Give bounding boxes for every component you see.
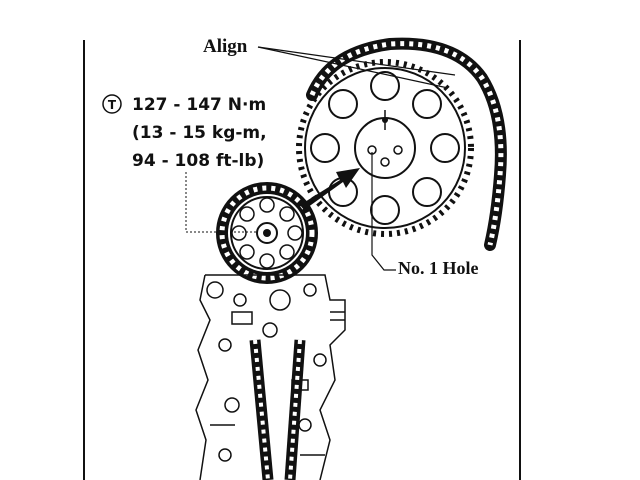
camshaft-sprocket bbox=[296, 37, 507, 251]
hole-leader bbox=[371, 152, 396, 271]
align-leader-lower bbox=[257, 46, 449, 89]
align-label: Align bbox=[203, 36, 248, 57]
torque-kgm: (13 - 15 kg-m, bbox=[132, 123, 267, 143]
torque-leader bbox=[185, 172, 258, 233]
sprocket-teeth bbox=[296, 59, 474, 237]
torque-nm: 127 - 147 N·m bbox=[132, 95, 266, 115]
small-sprocket bbox=[216, 182, 318, 284]
timing-chain bbox=[249, 339, 306, 480]
torque-symbol: T bbox=[108, 98, 117, 112]
engine-block bbox=[195, 274, 346, 480]
camshaft-chain-links bbox=[309, 41, 504, 246]
torque-icon bbox=[102, 94, 122, 114]
torque-ftlb: 94 - 108 ft-lb) bbox=[132, 151, 264, 171]
torque-spec: T 127 - 147 N·m (13 - 15 kg-m, 94 - 108 … bbox=[102, 94, 267, 171]
no1-hole-label: No. 1 Hole bbox=[398, 258, 479, 278]
callout-arrow bbox=[300, 168, 360, 210]
align-leader-upper bbox=[257, 46, 456, 76]
